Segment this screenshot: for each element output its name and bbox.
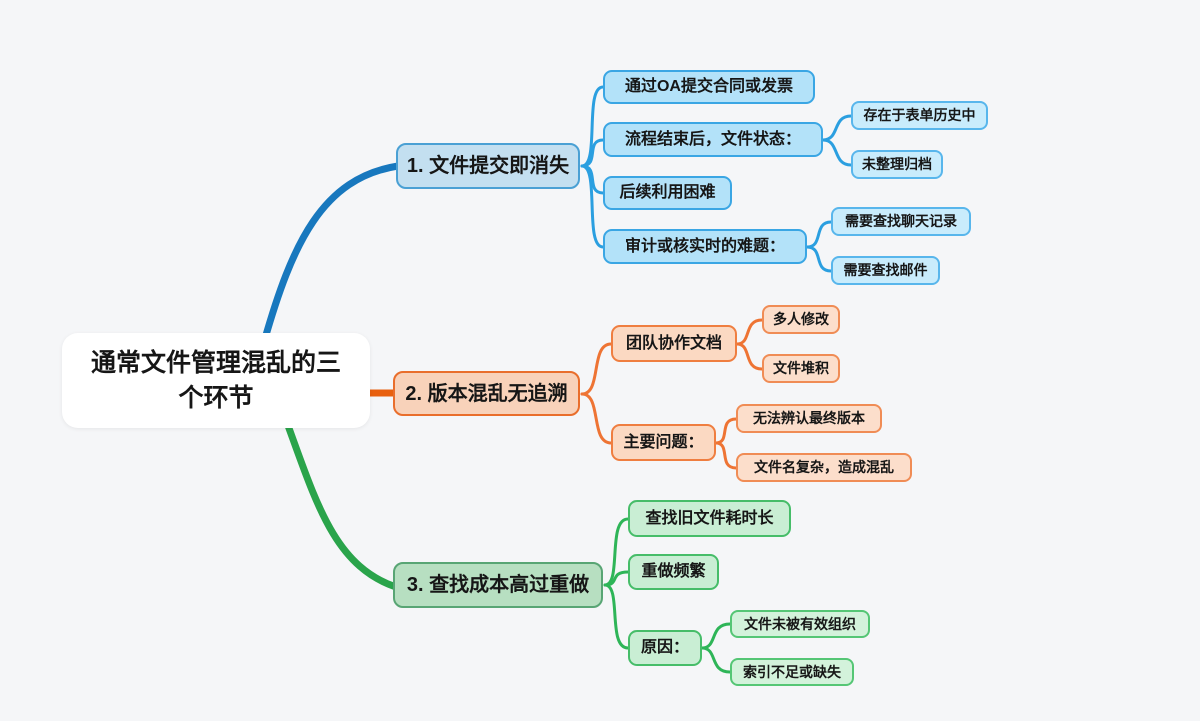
node-branch2-child1-leaf1[interactable]: 多人修改 bbox=[762, 305, 840, 334]
node-branch3-child3[interactable]: 原因： bbox=[628, 630, 702, 666]
node-branch1-child2-leaf2[interactable]: 未整理归档 bbox=[851, 150, 943, 179]
edge-root-branch1 bbox=[260, 162, 402, 346]
node-branch1-child2[interactable]: 流程结束后，文件状态： bbox=[603, 122, 823, 157]
edge-b1-c2-l2 bbox=[821, 138, 853, 167]
edge-b1-c4-l2 bbox=[805, 245, 833, 273]
node-branch1[interactable]: 1. 文件提交即消失 bbox=[396, 143, 580, 189]
node-branch2-child1[interactable]: 团队协作文档 bbox=[611, 325, 737, 362]
node-branch1-child2-leaf1[interactable]: 存在于表单历史中 bbox=[851, 101, 988, 130]
node-branch1-child1[interactable]: 通过OA提交合同或发票 bbox=[603, 70, 815, 104]
node-branch3-child3-leaf2[interactable]: 索引不足或缺失 bbox=[730, 658, 854, 686]
edge-b1-c2-l1 bbox=[821, 114, 853, 142]
node-branch2-child2-leaf1[interactable]: 无法辨认最终版本 bbox=[736, 404, 882, 433]
node-branch1-child4-leaf1[interactable]: 需要查找聊天记录 bbox=[831, 207, 971, 236]
node-branch3-child3-leaf1[interactable]: 文件未被有效组织 bbox=[730, 610, 870, 638]
node-branch1-child3[interactable]: 后续利用困难 bbox=[603, 176, 732, 210]
node-branch2-child1-leaf2[interactable]: 文件堆积 bbox=[762, 354, 840, 383]
node-branch1-child4[interactable]: 审计或核实时的难题： bbox=[603, 229, 807, 264]
node-branch2-child2[interactable]: 主要问题： bbox=[611, 424, 716, 461]
edge-b3-c3 bbox=[603, 583, 630, 650]
edge-b1-c4 bbox=[580, 164, 605, 249]
node-branch2[interactable]: 2. 版本混乱无追溯 bbox=[393, 371, 580, 416]
edge-b1-c4-l1 bbox=[805, 220, 833, 249]
edge-b2-c2-l1 bbox=[714, 417, 738, 445]
edge-b3-c3-l1 bbox=[700, 622, 732, 650]
edge-b2-c1-l1 bbox=[735, 318, 764, 346]
edge-b2-c1-l2 bbox=[735, 342, 764, 371]
node-branch3-child2[interactable]: 重做频繁 bbox=[628, 554, 719, 590]
edge-b2-c2-l2 bbox=[714, 441, 738, 470]
edge-b3-c3-l2 bbox=[700, 646, 732, 674]
node-root[interactable]: 通常文件管理混乱的三个环节 bbox=[62, 333, 370, 428]
edge-b2-c2 bbox=[580, 392, 613, 445]
edge-b2-c1 bbox=[580, 342, 613, 396]
edge-b1-c1 bbox=[580, 85, 605, 168]
node-branch1-child4-leaf2[interactable]: 需要查找邮件 bbox=[831, 256, 940, 285]
edge-b3-c1 bbox=[603, 517, 630, 587]
node-branch3-child1[interactable]: 查找旧文件耗时长 bbox=[628, 500, 791, 537]
node-branch2-child2-leaf2[interactable]: 文件名复杂，造成混乱 bbox=[736, 453, 912, 482]
edge-root-branch3 bbox=[282, 416, 400, 591]
node-branch3[interactable]: 3. 查找成本高过重做 bbox=[393, 562, 603, 608]
